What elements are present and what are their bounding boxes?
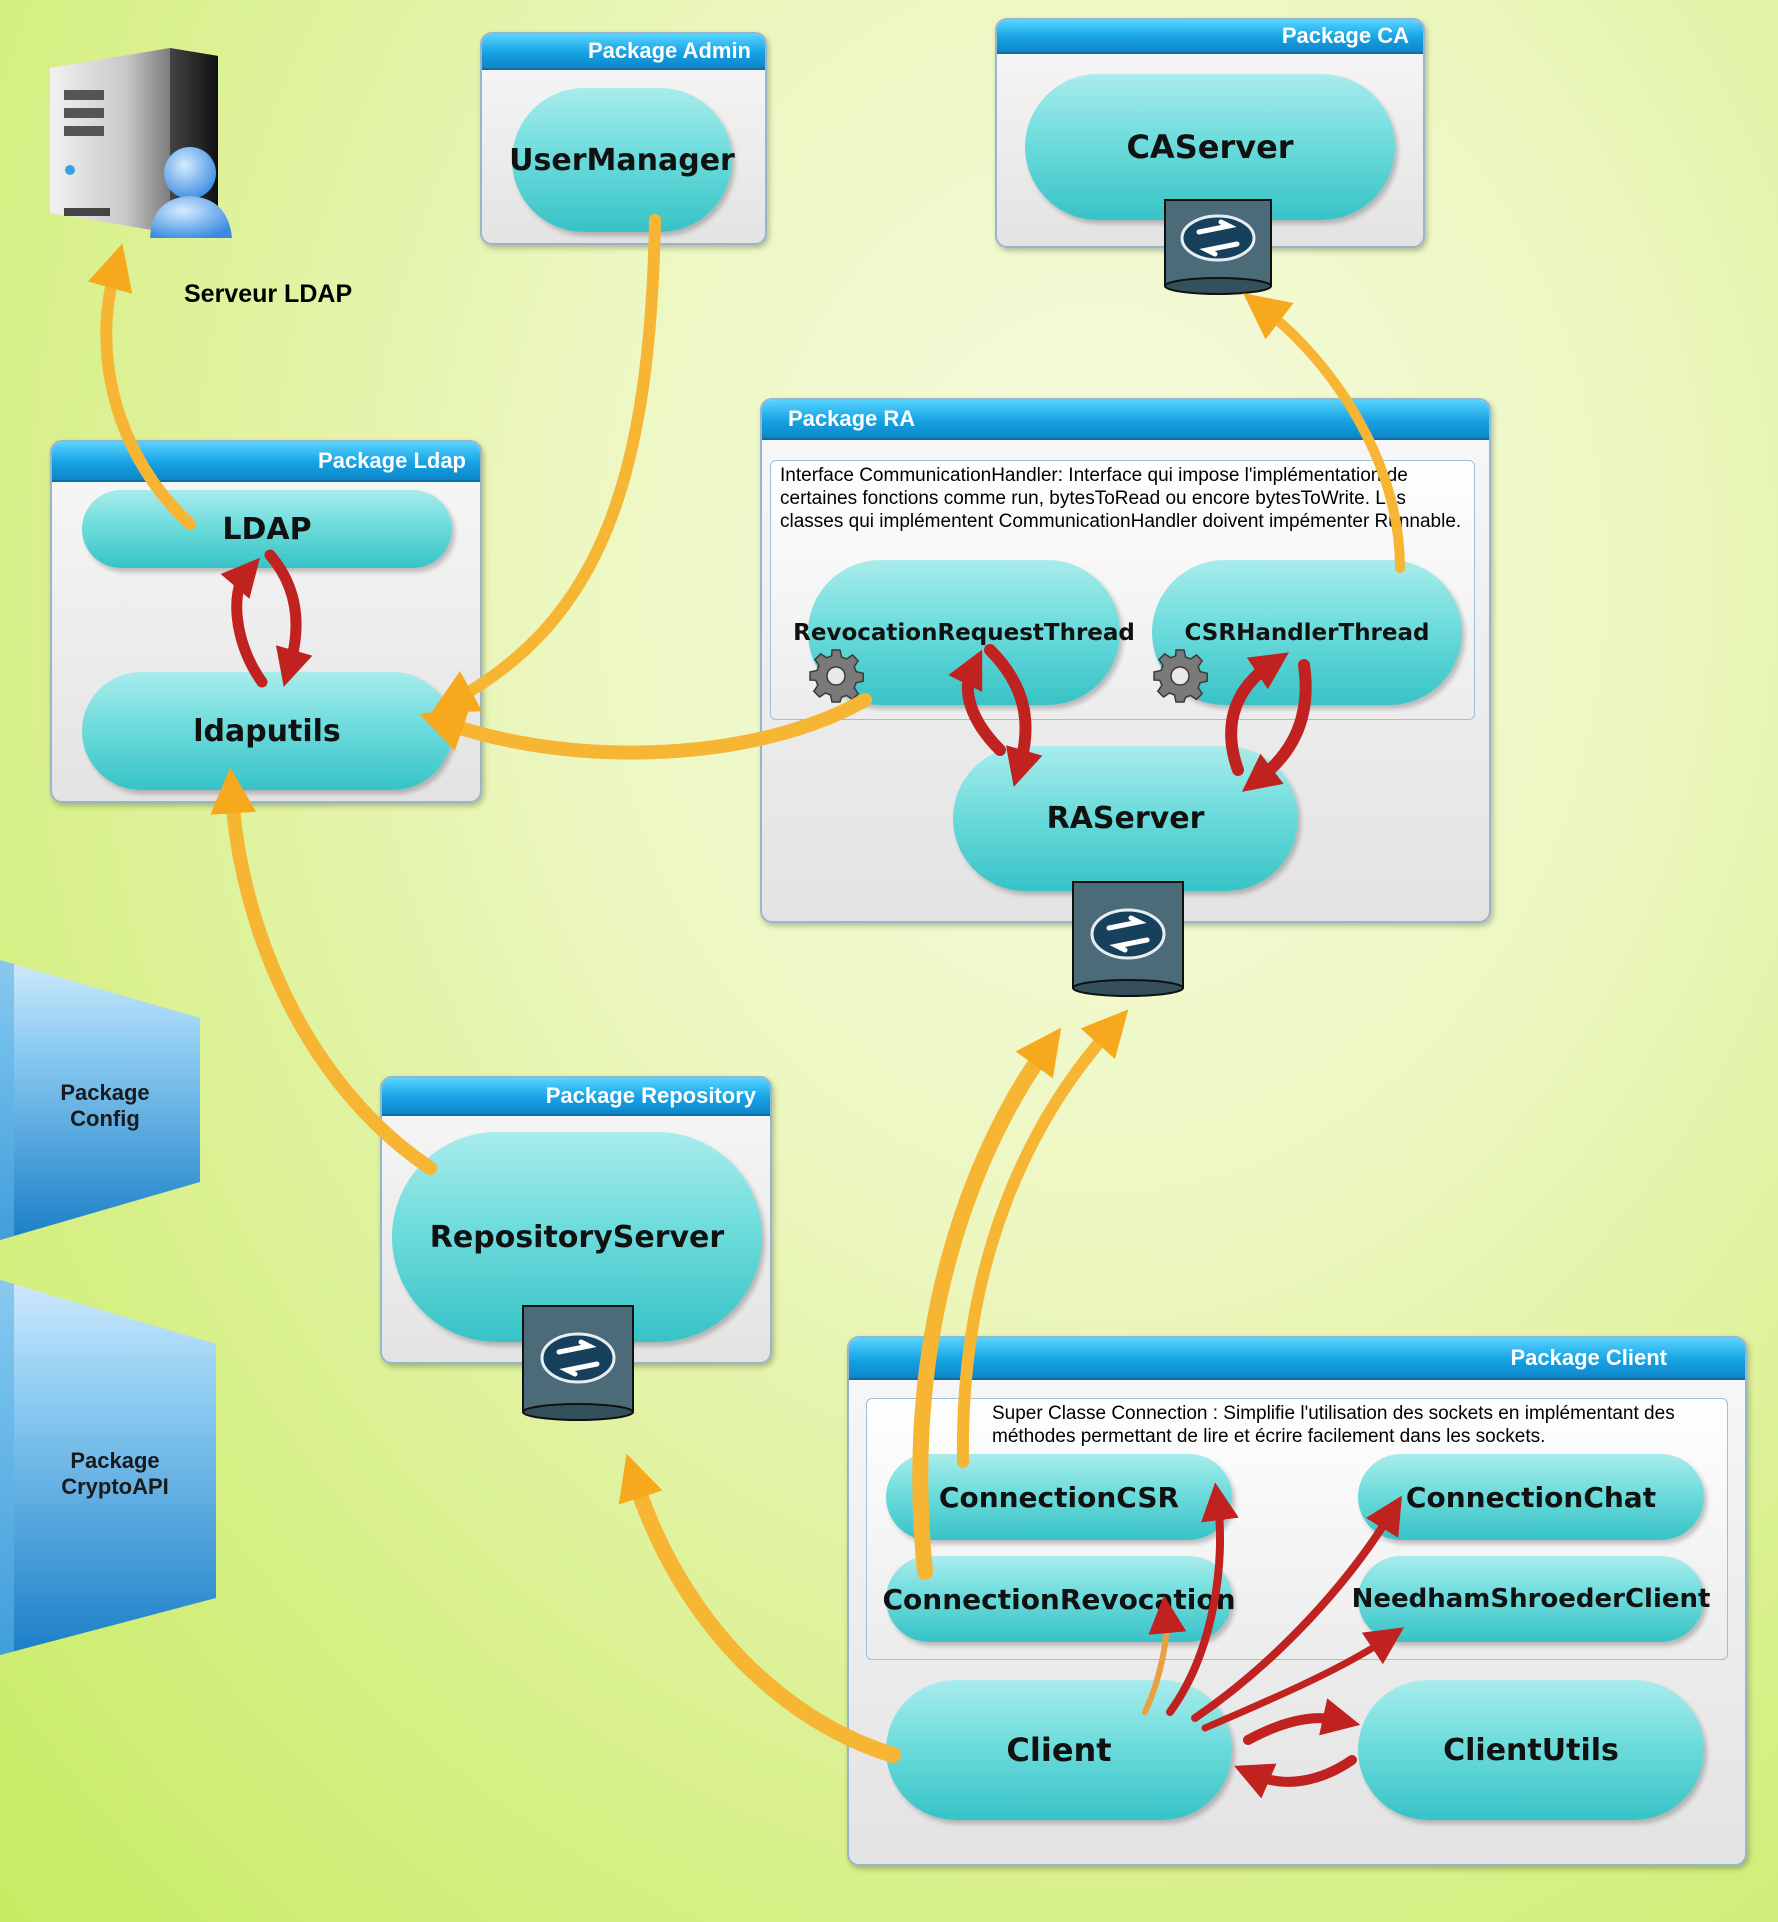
package-client-header: Package Client — [849, 1338, 1745, 1380]
class-clientutils[interactable]: ClientUtils — [1358, 1680, 1704, 1820]
ra-socket-icon — [1071, 872, 1185, 1007]
package-admin-header: Package Admin — [482, 34, 765, 70]
package-ca-header: Package CA — [997, 20, 1423, 54]
package-cryptoapi-shape — [0, 1280, 220, 1660]
ra-interface-note: Interface CommunicationHandler: Interfac… — [780, 465, 1462, 532]
class-client[interactable]: Client — [886, 1680, 1232, 1820]
package-ra-header: Package RA — [762, 400, 1489, 440]
class-needhamshroederclient[interactable]: NeedhamShroederClient — [1352, 1556, 1710, 1642]
repository-socket-icon — [521, 1296, 635, 1431]
ldap-server-label: Serveur LDAP — [184, 280, 353, 308]
ldap-server — [40, 28, 240, 243]
client-connection-note: Super Classe Connection : Simplifie l'ut… — [992, 1403, 1675, 1447]
gear-icon — [1152, 648, 1208, 709]
server-user-icon — [50, 48, 232, 238]
package-repository-header: Package Repository — [382, 1078, 770, 1116]
package-cryptoapi-label: Package CryptoAPI — [61, 1448, 169, 1499]
class-connectionrevocation[interactable]: ConnectionRevocation — [882, 1556, 1236, 1642]
class-raserver[interactable]: RAServer — [953, 746, 1298, 891]
class-connectioncsr[interactable]: ConnectionCSR — [886, 1454, 1232, 1540]
package-config-label: Package Config — [60, 1080, 150, 1131]
class-ldaputils[interactable]: ldaputils — [82, 672, 452, 790]
gear-icon — [808, 648, 864, 709]
package-ldap-header: Package Ldap — [52, 442, 480, 482]
class-caserver[interactable]: CAServer — [1025, 74, 1395, 220]
ca-socket-icon — [1163, 190, 1273, 305]
class-ldap[interactable]: LDAP — [82, 490, 452, 568]
class-usermanager[interactable]: UserManager — [509, 88, 735, 232]
package-config-shape — [0, 960, 205, 1245]
arrow-usermanager-to-ldaputils — [430, 214, 661, 714]
class-connectionchat[interactable]: ConnectionChat — [1358, 1454, 1704, 1540]
